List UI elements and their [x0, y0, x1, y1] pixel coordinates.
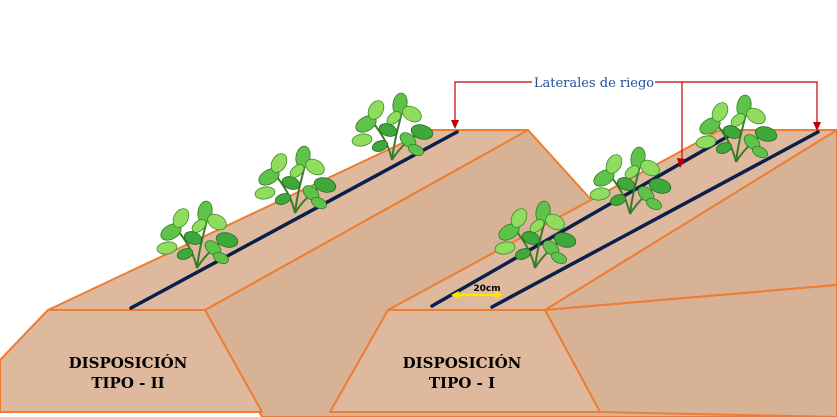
plant-ii-3: [350, 90, 436, 161]
label-tipo-i-line2: TIPO - I: [429, 374, 495, 392]
label-tipo-i-line1: DISPOSICIÓN: [403, 354, 522, 372]
callout-leader-left: [454, 81, 532, 122]
lateral-ii: [129, 130, 459, 310]
callout-label: Laterales de riego: [534, 76, 654, 91]
ridge-ii-front-face: [0, 309, 263, 413]
label-tipo-ii-line2: TIPO - II: [91, 374, 164, 392]
ridge-i-front-face: [329, 309, 601, 413]
label-tipo-ii-line1: DISPOSICIÓN: [69, 354, 188, 372]
plant-ii-2: [253, 143, 339, 214]
ridge-tipo-i: DISPOSICIÓN TIPO - I: [329, 92, 837, 417]
callout-arrow-right: [813, 122, 821, 131]
spacing-arrow-right: [495, 291, 503, 299]
callout-arrow-left: [451, 120, 459, 129]
callout-arrow-middle: [677, 158, 685, 168]
callout-leader-right: [655, 81, 818, 124]
lateral-i-right: [490, 130, 820, 309]
spacing-label: 20cm: [473, 284, 500, 294]
spacing-arrow-left: [451, 291, 459, 299]
laterales-callout: Laterales de riego: [451, 76, 821, 168]
spacing-marker: 20cm: [451, 284, 503, 299]
